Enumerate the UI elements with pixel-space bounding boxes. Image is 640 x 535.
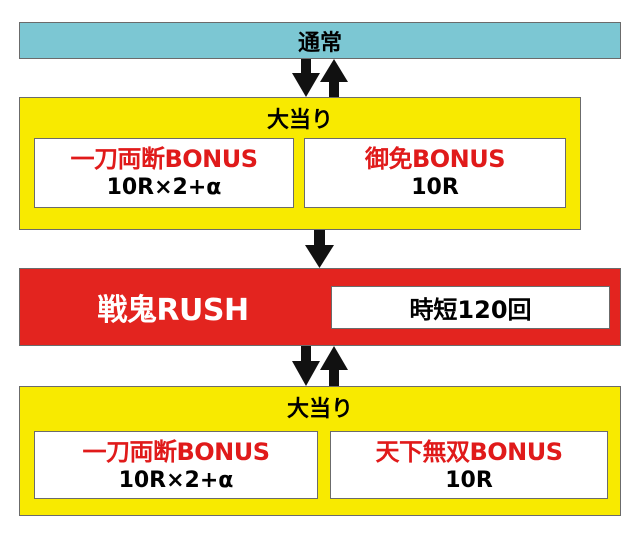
arrow-down-icon	[305, 230, 334, 268]
bonus-rounds: 10R	[411, 175, 459, 200]
rush-label: 戦鬼RUSH	[97, 293, 249, 328]
bonus-rounds: 10R	[445, 468, 493, 493]
bonus-name: 御免BONUS	[364, 145, 506, 173]
jackpot-bottom-label: 大当り	[286, 397, 353, 422]
rush-detail: 時短120回	[409, 296, 532, 324]
normal-state-label: 通常	[297, 30, 342, 56]
arrow-up-icon	[320, 59, 348, 97]
bonus-card-gomen: 御免BONUS 10R	[304, 138, 566, 208]
rush-box: 戦鬼RUSH 時短120回	[19, 268, 621, 346]
bonus-card-tenka: 天下無双BONUS 10R	[330, 431, 608, 499]
bonus-name: 一刀両断BONUS	[82, 438, 270, 466]
arrow-down-icon	[292, 346, 320, 386]
bonus-name: 一刀両断BONUS	[70, 145, 258, 173]
bonus-rounds: 10R×2+α	[118, 468, 234, 493]
jackpot-bottom-box: 大当り 一刀両断BONUS 10R×2+α 天下無双BONUS 10R	[19, 386, 621, 516]
arrow-down-icon	[292, 59, 320, 97]
bonus-name: 天下無双BONUS	[375, 438, 563, 466]
rush-detail-card: 時短120回	[331, 286, 610, 329]
jackpot-top-box: 大当り 一刀両断BONUS 10R×2+α 御免BONUS 10R	[19, 97, 581, 230]
normal-state-box: 通常	[19, 22, 621, 59]
jackpot-top-label: 大当り	[266, 108, 333, 133]
bonus-rounds: 10R×2+α	[106, 175, 222, 200]
bonus-card-ittou-bottom: 一刀両断BONUS 10R×2+α	[34, 431, 318, 499]
arrow-up-icon	[320, 346, 348, 386]
bonus-card-ittou-top: 一刀両断BONUS 10R×2+α	[34, 138, 294, 208]
